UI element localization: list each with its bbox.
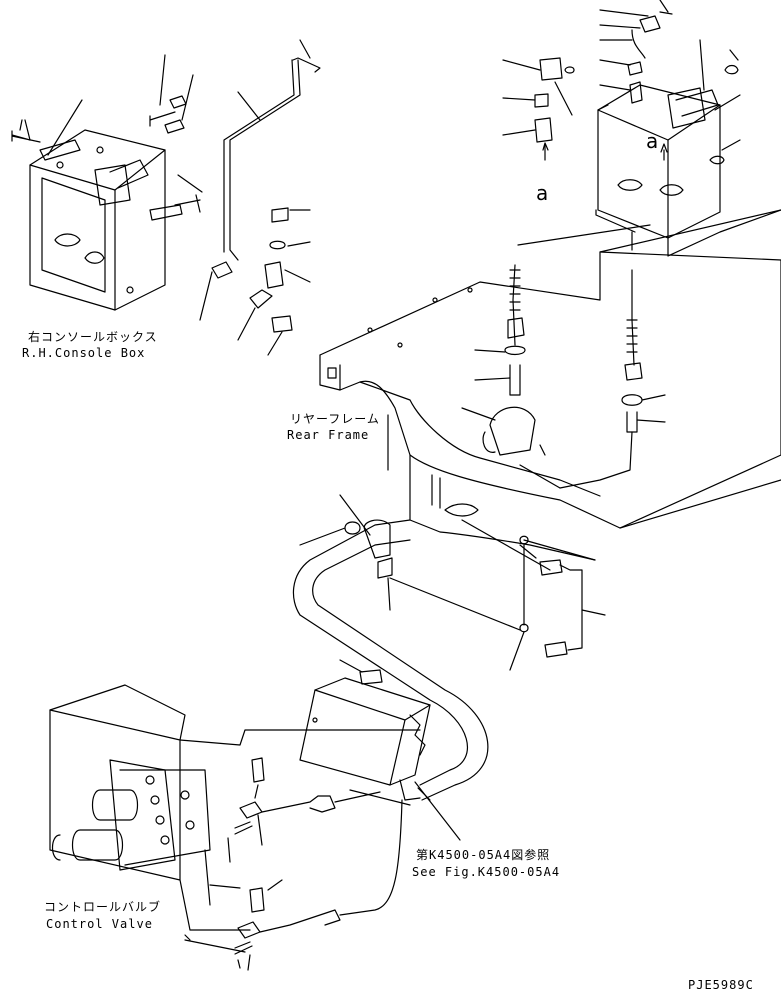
console-box-label-jp: 右コンソールボックス <box>28 330 158 344</box>
console-box-label-en: R.H.Console Box <box>22 346 146 360</box>
view-marker-a-top: a <box>646 129 659 153</box>
valve-cable-ends <box>184 757 403 971</box>
see-fig-label-jp: 第K4500-05A4図参照 <box>416 848 551 862</box>
control-cables <box>292 224 666 801</box>
cable-bracket <box>299 659 461 841</box>
upper-right-box-assembly <box>502 0 781 257</box>
drawing-code: PJE5989C <box>688 978 754 992</box>
console-box-assembly <box>11 39 321 356</box>
rear-frame <box>319 209 781 571</box>
control-valve <box>49 684 421 941</box>
rear-frame-label-jp: リヤーフレーム <box>290 412 380 426</box>
see-fig-label-en: See Fig.K4500-05A4 <box>412 865 561 879</box>
control-valve-label-jp: コントロールバルブ <box>44 900 162 914</box>
view-marker-a: a <box>536 181 549 205</box>
control-valve-label-en: Control Valve <box>46 917 153 931</box>
rear-frame-label-en: Rear Frame <box>287 428 370 442</box>
